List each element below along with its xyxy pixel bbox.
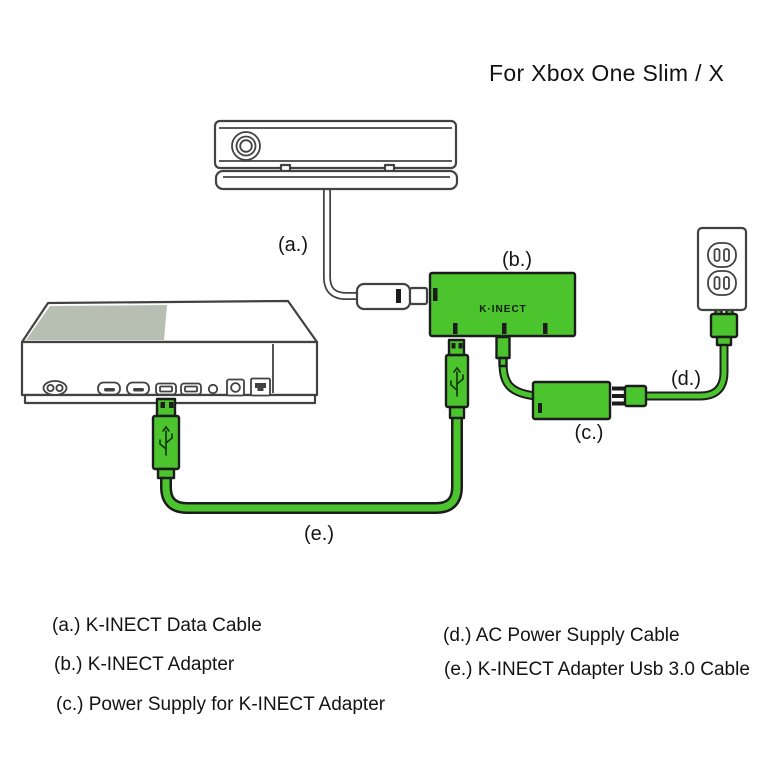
power-supply [531,380,612,421]
adapter-power-port [502,323,507,334]
data-cable-connector [355,282,412,311]
legend-item-d: (d.) AC Power Supply Cable [443,625,680,646]
adapter-label: K·INECT [479,304,527,315]
callout-d: (d.) [671,368,701,390]
kinect-data-cable [323,185,429,311]
outlet-socket [707,270,737,296]
hdmi-port-icon [97,381,121,396]
kinect-base [214,169,459,191]
legend-item-a: (a.) K-INECT Data Cable [52,615,262,636]
legend-item-e: (e.) K-INECT Adapter Usb 3.0 Cable [444,659,750,680]
page-title: For Xbox One Slim / X [489,60,725,86]
legend-item-b: (b.) K-INECT Adapter [54,654,235,675]
optical-port-icon [226,378,245,397]
callout-c: (c.) [575,422,604,444]
xbox-console [20,299,319,405]
callout-b: (b.) [502,249,532,271]
legend-item-c: (c.) Power Supply for K-INECT Adapter [56,694,386,715]
ac-power-cable [612,298,739,408]
kinect-adapter: K·INECT [428,271,577,338]
ir-port-icon [207,383,219,395]
callout-a: (a.) [278,234,308,256]
callout-e: (e.) [304,523,334,545]
ac-inlet-plug [623,384,648,408]
usb3-cable [151,338,470,514]
outlet-socket [707,242,737,268]
wall-outlet [696,226,748,312]
usb-plug-adapter [444,338,470,420]
ethernet-port-icon [250,377,271,397]
adapter-usb-port [453,323,458,334]
kinect-lens-icon [231,131,261,161]
power-supply-body [531,380,612,421]
outlet-plate [696,226,748,312]
kinect-sensor [213,119,459,191]
power-port-icon [42,380,68,396]
kinect-body [213,119,458,170]
usb-port-icon [180,382,202,396]
console-top-vent [26,305,167,340]
hdmi-port-icon [126,381,150,396]
usb-port-icon [155,382,177,396]
usb-plug-console [151,397,181,480]
adapter-aux-port [543,323,548,334]
